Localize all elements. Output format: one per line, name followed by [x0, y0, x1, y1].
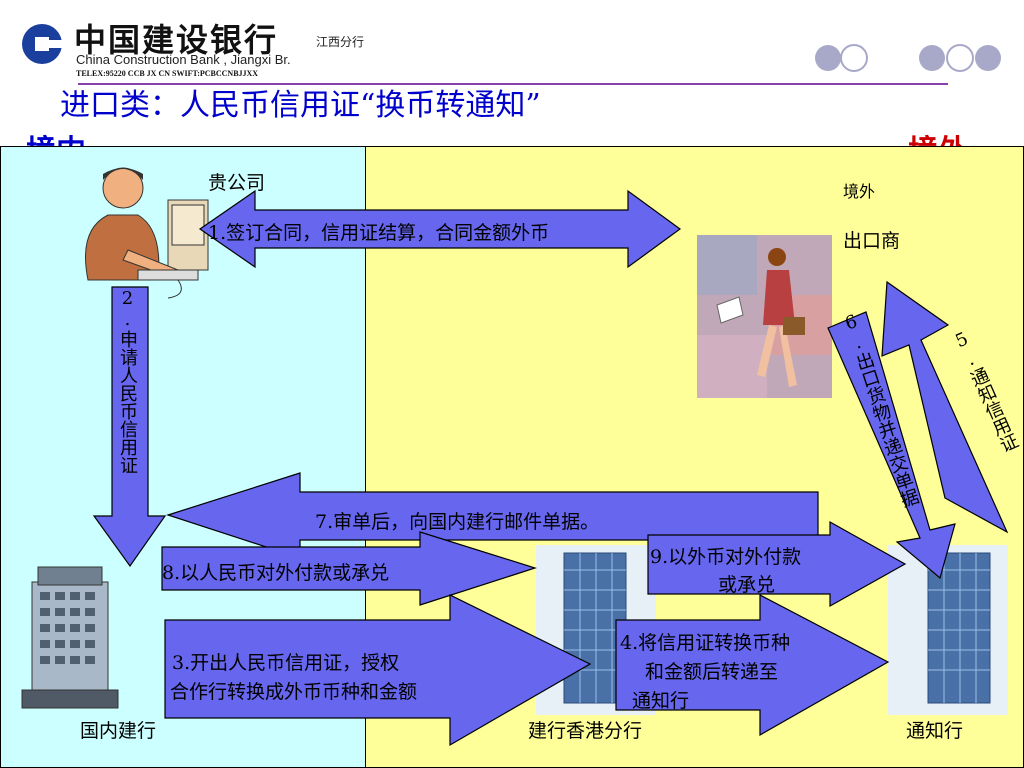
logo-chinese-name: 中国建设银行 [74, 21, 279, 59]
domestic-bank-building-icon [21, 566, 119, 709]
company-person-icon [85, 167, 209, 299]
step4-label-line2: 和金额后转递至 [645, 661, 779, 683]
telex-info: TELEX:95220 CCB JX CN SWIFT:PCBCCNBJJXX [76, 69, 259, 78]
step1-label: 1.签订合同，信用证结算，合同金额外币 [208, 222, 550, 244]
step3-label-line2: 合作行转换成外币币种和金额 [170, 681, 418, 703]
header-divider [78, 83, 948, 85]
branch-name: 江西分行 [316, 35, 365, 49]
step7-label: 7.审单后，向国内建行邮件单据。 [315, 511, 600, 533]
exporter-label: 出口商 [843, 230, 901, 252]
step2-label: 2.申请人民币信用证 [117, 288, 138, 474]
exporter-region-label: 境外 [843, 182, 876, 201]
step4-label-line1: 4.将信用证转换币种 [620, 632, 791, 654]
hk-branch-label: 建行香港分行 [528, 720, 643, 742]
step8-label: 8.以人民币对外付款或承兑 [162, 562, 390, 584]
decorative-circles-icon [815, 44, 1001, 72]
step9-label-line2: 或承兑 [718, 574, 776, 596]
step3-label-line1: 3.开出人民币信用证，授权 [172, 652, 400, 674]
advising-bank-label: 通知行 [906, 720, 964, 742]
advising-bank-building-icon [888, 545, 1008, 715]
logo-english-name: China Construction Bank , Jiangxi Br. [76, 52, 291, 67]
step4-label-line3: 通知行 [632, 690, 690, 712]
step9-label-line1: 9.以外币对外付款 [650, 546, 802, 568]
company-label: 贵公司 [208, 172, 266, 194]
domestic-bank-label: 国内建行 [80, 720, 157, 742]
page-title: 进口类：人民币信用证“换币转通知” [60, 88, 541, 123]
exporter-woman-icon [697, 235, 832, 398]
ccb-logo-icon [22, 24, 66, 64]
